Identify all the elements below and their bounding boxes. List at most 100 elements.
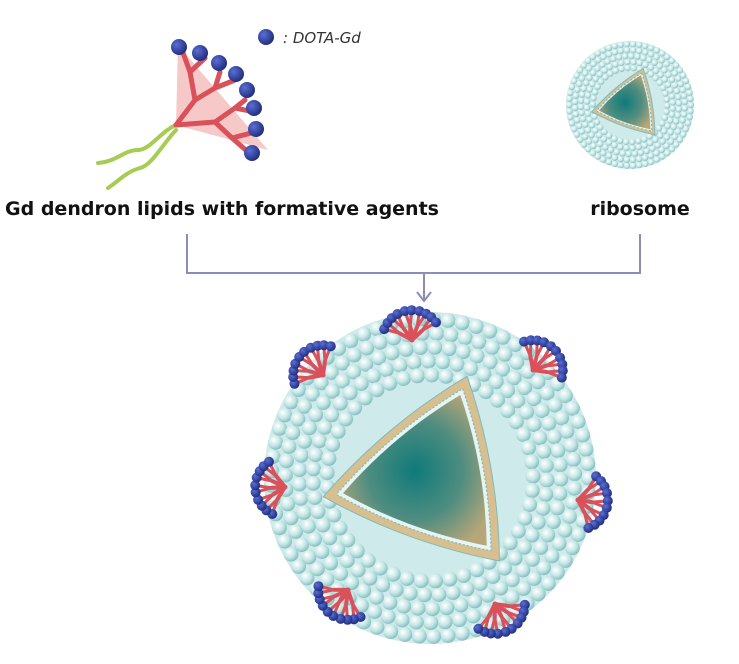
dota-gd-icon [192, 45, 208, 61]
lipid-head-bead [671, 133, 678, 140]
dendron-branch [586, 481, 600, 492]
lipid-head-bead [623, 144, 630, 152]
lipid-head-bead [294, 537, 310, 553]
lipid-head-bead [366, 604, 382, 619]
lipid-head-bead [277, 407, 293, 423]
lipid-head-bead [451, 612, 467, 628]
lipid-head-bead [664, 81, 672, 89]
lipid-head-bead [664, 149, 671, 157]
lipid-head-bead [372, 334, 388, 350]
lipid-head-bead [440, 628, 456, 643]
lipid-head-bead [611, 42, 618, 50]
lipid-head-bead [567, 466, 583, 482]
dendron-branch [260, 493, 275, 500]
lipid-head-bead [438, 368, 454, 384]
lipid-head-bead [578, 441, 594, 457]
dendron-branch [490, 616, 497, 632]
lipid-head-bead [594, 153, 601, 160]
lipid-head-bead [677, 122, 684, 130]
lipid-head-bead [625, 150, 632, 158]
lipid-head-bead [360, 552, 376, 568]
lipid-head-bead [599, 61, 606, 68]
lipid-head-bead [659, 153, 666, 160]
lipid-head-bead [629, 138, 636, 146]
lipid-head-bead [636, 47, 643, 55]
lipid-head-bead [522, 497, 537, 513]
lipid-head-bead [480, 587, 496, 603]
lipid-head-bead [565, 451, 581, 467]
lipid-head-bead [552, 457, 568, 473]
lipid-head-bead [472, 576, 488, 591]
lipid-head-bead [356, 583, 372, 599]
lipid-head-bead [293, 490, 309, 506]
lipid-head-bead [310, 504, 326, 519]
lipid-head-bead [669, 99, 677, 106]
dendron-cluster [313, 581, 366, 625]
lipid-head-bead [605, 51, 613, 58]
lipid-head-bead [304, 386, 320, 402]
dendron-branch [576, 498, 587, 515]
lipid-head-bead [540, 527, 556, 543]
lipid-head-bead [647, 71, 655, 78]
lipid-head-bead [463, 361, 479, 376]
lipid-head-bead [679, 117, 686, 124]
lipid-head-bead [659, 50, 666, 57]
lipid-head-bead [382, 594, 398, 610]
lipid-head-bead [526, 391, 542, 407]
lipid-head-bead [350, 562, 366, 578]
lipid-head-bead [663, 102, 671, 109]
lipid-head-bead [268, 434, 284, 450]
lipid-head-bead [572, 104, 579, 112]
lipid-head-bead [412, 340, 428, 356]
lipid-head-bead [516, 539, 532, 555]
lipid-head-bead [663, 142, 670, 150]
lipid-head-bead [636, 59, 643, 67]
lipid-head-bead [325, 437, 341, 452]
lipid-head-bead [624, 58, 631, 66]
lipid-head-bead [597, 78, 605, 85]
lipid-head-bead [631, 150, 639, 157]
lipid-head-bead [533, 540, 549, 555]
legend: : DOTA-Gd [258, 29, 361, 47]
dota-gd-icon [406, 305, 417, 316]
lipid-head-bead [524, 551, 540, 567]
lipid-head-bead [617, 161, 624, 169]
lipid-head-bead [681, 105, 688, 112]
dota-gd-icon [431, 317, 441, 328]
lipid-head-bead [605, 139, 613, 146]
dendron-branch [541, 351, 555, 362]
lipid-head-bead [307, 490, 323, 505]
lipid-head-bead [615, 54, 623, 61]
dendron-label: Gd dendron lipids with formative agents [5, 198, 439, 220]
lipid-head-bead [673, 118, 680, 125]
lipid-head-bead [667, 138, 675, 145]
lipid-head-bead [356, 326, 372, 342]
lipid-head-bead [539, 472, 555, 488]
lipid-head-bead [686, 89, 693, 97]
lipid-head-bead [536, 443, 552, 459]
lipid-head-bead [346, 347, 362, 363]
lipid-head-bead [667, 87, 674, 94]
lipid-head-bead [591, 113, 598, 120]
lipid-head-bead [623, 41, 631, 48]
lipid-head-bead [485, 569, 501, 584]
lipid-head-bead [574, 116, 581, 124]
lipid-head-bead [610, 55, 617, 63]
lipid-head-bead [524, 527, 540, 543]
lipid-head-bead [340, 532, 356, 548]
lipid-head-bead [590, 95, 597, 102]
lipid-head-bead [635, 155, 643, 163]
lipid-head-bead [516, 580, 531, 596]
lipid-tail [106, 128, 178, 190]
lipid-head-bead [671, 70, 678, 77]
lipid-head-bead [339, 553, 355, 568]
lipid-head-bead [618, 65, 625, 73]
lipid-head-bead [585, 138, 593, 145]
lipid-head-bead [507, 550, 523, 566]
lipid-head-bead [643, 147, 650, 155]
lipid-head-bead [538, 458, 554, 474]
lipid-head-bead [676, 136, 684, 143]
lipid-head-bead [420, 353, 436, 369]
dendron-branch [295, 375, 311, 380]
lipid-head-bead [375, 577, 391, 593]
